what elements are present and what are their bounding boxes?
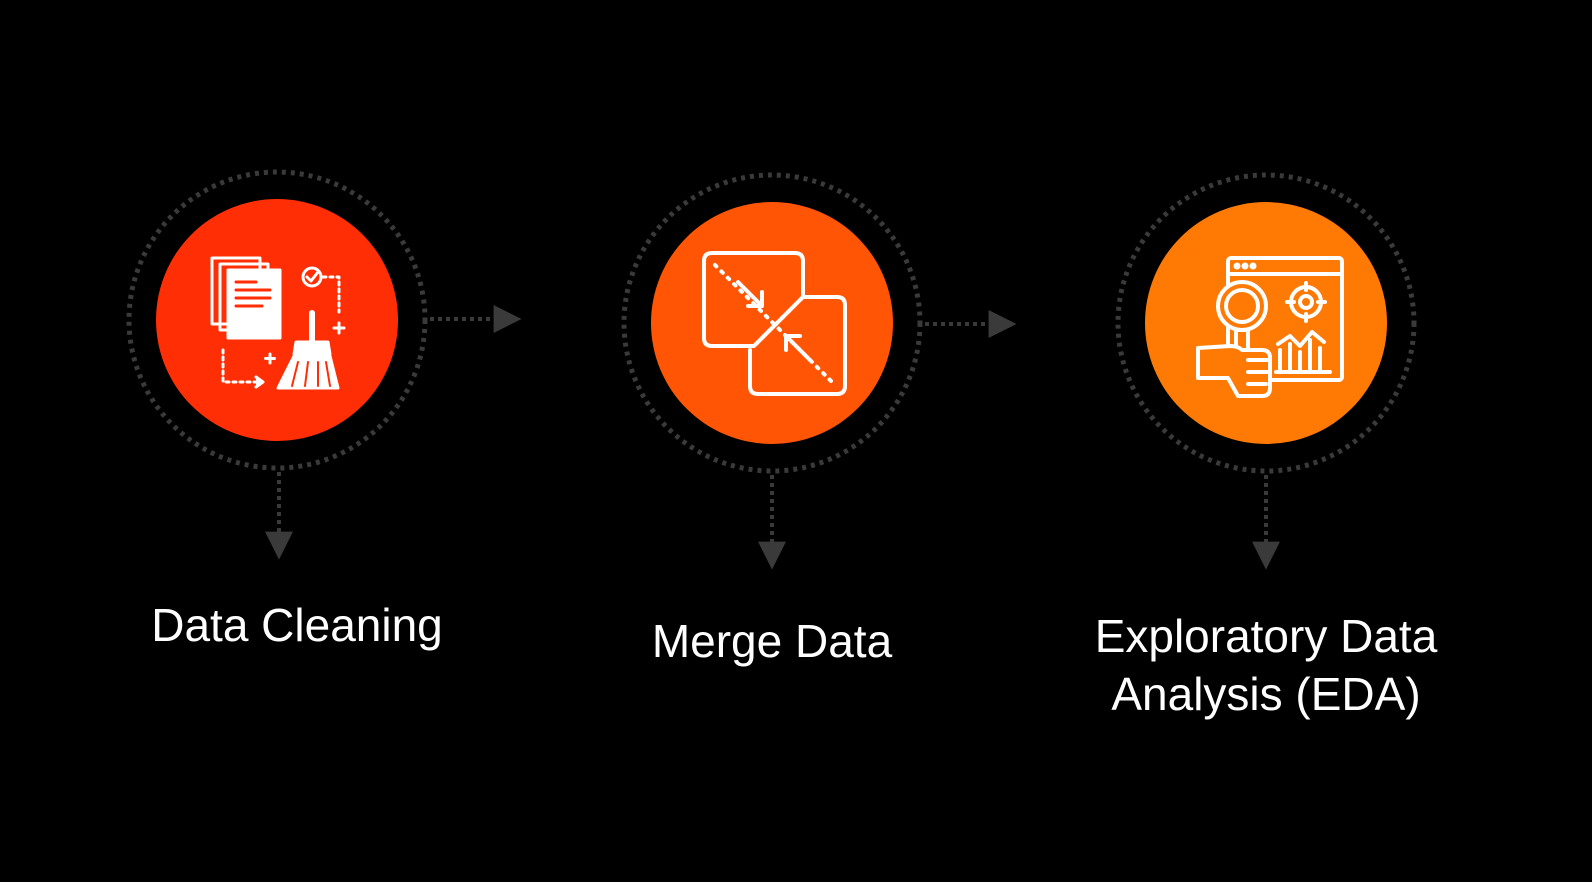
dotted-ring <box>621 172 923 474</box>
step-circle <box>1145 202 1387 444</box>
merge-squares-icon <box>702 251 847 396</box>
magnifier-analytics-icon <box>1196 256 1344 398</box>
dotted-ring <box>1115 172 1417 474</box>
step-label-line: Exploratory Data <box>1094 610 1438 662</box>
step-data-cleaning <box>126 169 428 471</box>
step-label-line: Analysis (EDA) <box>1111 668 1421 720</box>
cleaning-broom-documents-icon <box>210 256 346 390</box>
step-label-merge-data: Merge Data <box>572 612 972 670</box>
step-label-eda: Exploratory Data Analysis (EDA) <box>1046 607 1486 723</box>
step-eda <box>1115 172 1417 474</box>
step-merge-data <box>621 172 923 474</box>
step-label-data-cleaning: Data Cleaning <box>97 596 497 654</box>
step-label-line: Merge Data <box>651 615 893 667</box>
dotted-ring <box>126 169 428 471</box>
step-label-line: Data Cleaning <box>151 599 443 651</box>
